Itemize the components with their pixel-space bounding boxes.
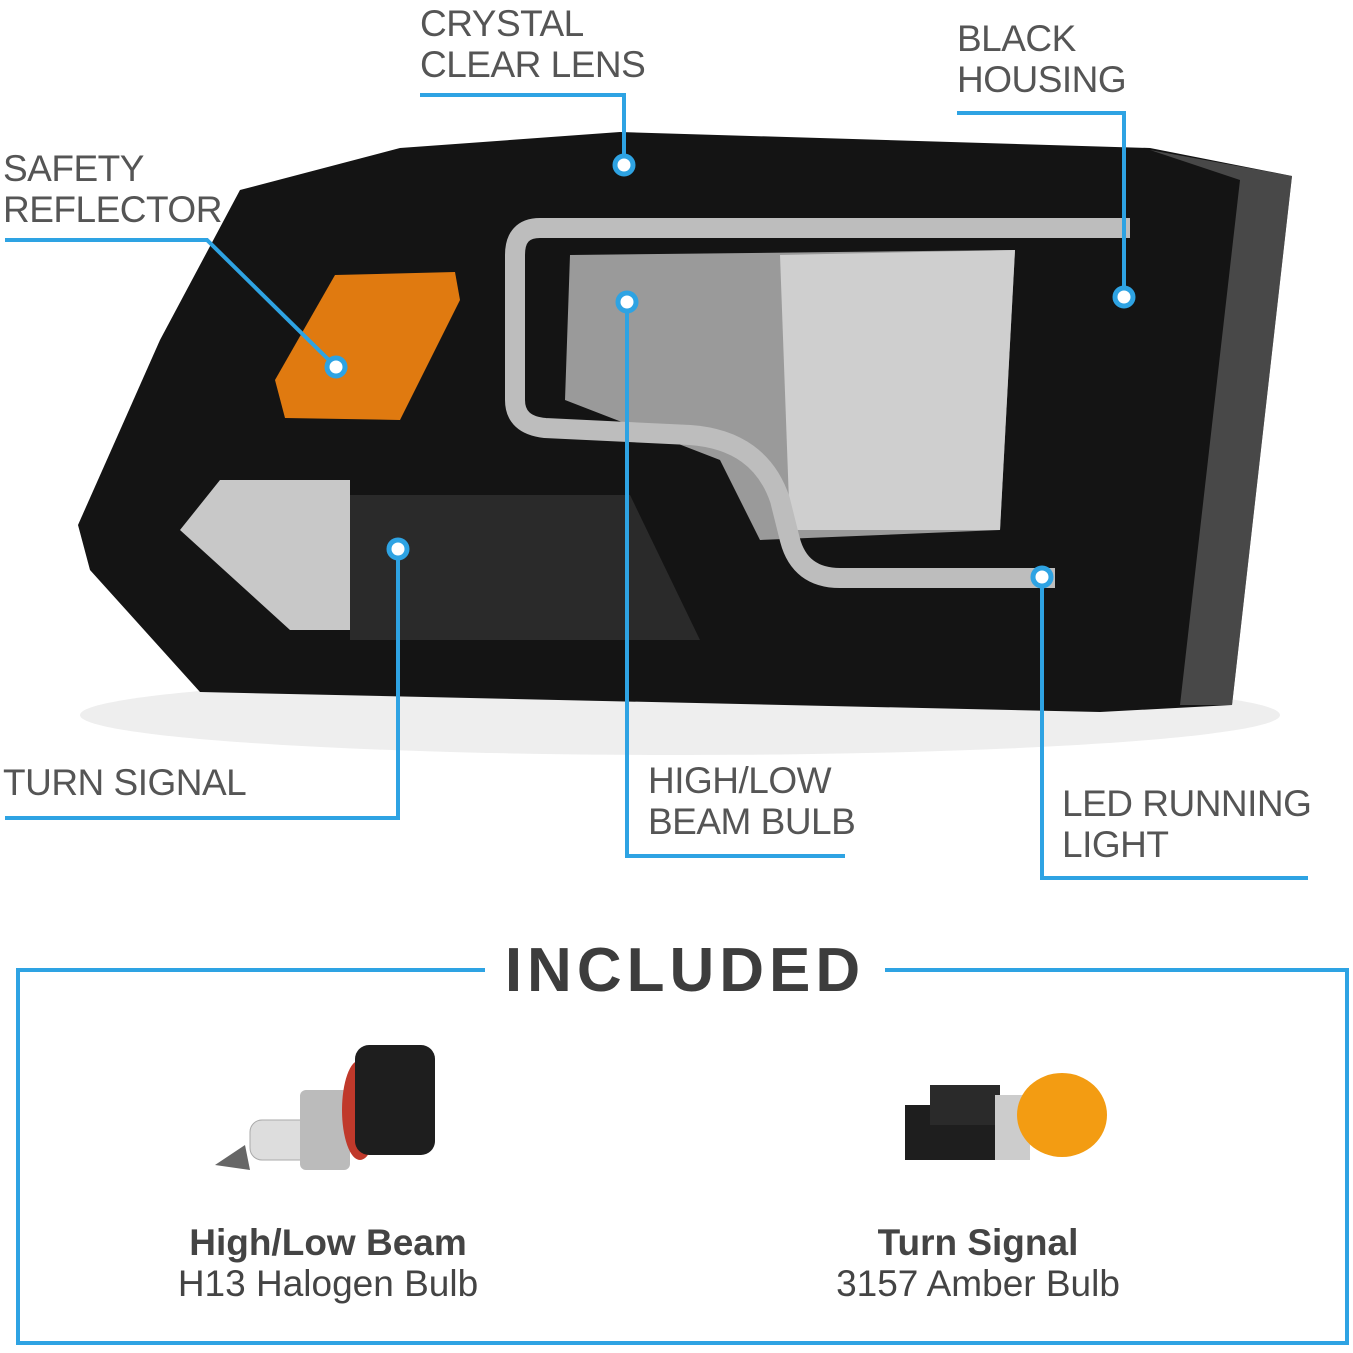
callout-turn-signal: TURN SIGNAL: [3, 762, 247, 803]
turn-signal-lens: [180, 480, 350, 630]
led-bar: [505, 218, 1130, 588]
amber-reflector: [275, 272, 460, 420]
included-item-h13: High/Low Beam H13 Halogen Bulb: [177, 1222, 479, 1304]
callout-crystal-clear-lens: CRYSTAL CLEAR LENS: [420, 3, 646, 85]
included-title: INCLUDED: [504, 936, 866, 1005]
lens-dot-marker: [612, 153, 636, 177]
beam-bulb-dot-marker: [615, 290, 639, 314]
callout-black-housing: BLACK HOUSING: [957, 18, 1127, 100]
3157-bulb-image: [905, 1073, 1107, 1160]
callout-lines: [5, 93, 1349, 1345]
reflector-dot-marker: [324, 355, 348, 379]
included-item-3157: Turn Signal 3157 Amber Bulb: [836, 1222, 1120, 1304]
callout-safety-reflector: SAFETY REFLECTOR: [3, 148, 222, 230]
callout-high-low-beam-bulb: HIGH/LOW BEAM BULB: [648, 760, 856, 842]
housing-dot-marker: [1112, 285, 1136, 309]
led-dot-marker: [1030, 565, 1054, 589]
turn-signal-dot-marker: [386, 537, 410, 561]
callout-led-running-light: LED RUNNING LIGHT: [1062, 783, 1312, 865]
h13-bulb-image: [215, 1045, 435, 1170]
